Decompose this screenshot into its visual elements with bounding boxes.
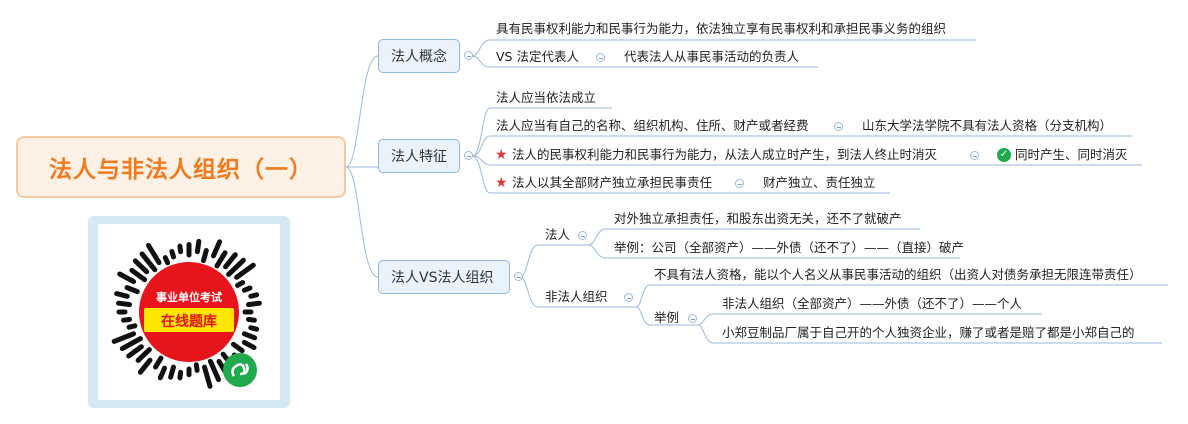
- branch-features-label: 法人特征: [391, 149, 447, 165]
- collapse-toggle-icon[interactable]: [596, 53, 605, 62]
- qr-ray: [111, 331, 137, 344]
- feature-item-2: 法人的民事权利能力和民事行为能力，从法人成立时产生，到法人终止时消灭: [512, 147, 938, 162]
- collapse-toggle-icon[interactable]: [834, 122, 843, 131]
- root-topic[interactable]: 法人与非法人组织（一）: [16, 136, 346, 198]
- branch-features[interactable]: 法人特征: [378, 139, 460, 173]
- branch-concept[interactable]: 法人概念: [378, 39, 460, 73]
- legal-person-item-0: 对外独立承担责任，和股东出资无关，还不了就破产: [614, 211, 902, 226]
- concept-definition: 具有民事权利能力和民事行为能力，依法独立享有民事权利和承担民事义务的组织: [496, 21, 947, 36]
- qr-ray: [207, 358, 221, 383]
- collapse-toggle-icon[interactable]: [735, 179, 744, 188]
- qr-ray: [194, 238, 202, 255]
- qr-ray: [201, 248, 209, 264]
- concept-vs-detail: 代表法人从事民事活动的负责人: [624, 49, 800, 64]
- qr-ray: [241, 285, 253, 293]
- non-legal-label: 非法人组织: [545, 289, 608, 304]
- qr-ray: [168, 364, 176, 380]
- qr-ray: [137, 357, 153, 375]
- legal-person-item-1: 举例：公司（全部资产）——外债（还不了）——（直接）破产: [614, 240, 965, 255]
- qr-ray: [146, 242, 162, 266]
- qr-ray: [246, 300, 262, 308]
- qr-ray: [214, 250, 228, 269]
- qr-ray: [226, 257, 246, 277]
- qr-ray: [241, 331, 258, 341]
- qr-ray: [153, 355, 164, 370]
- branch-compare[interactable]: 法人VS法人组织: [378, 260, 510, 294]
- qr-ray: [121, 316, 132, 323]
- collapse-toggle-icon[interactable]: [514, 272, 523, 281]
- qr-ray: [202, 364, 213, 389]
- qr-ray: [193, 362, 200, 373]
- qr-line2: 在线题库: [161, 314, 217, 330]
- collapse-toggle-icon[interactable]: [578, 231, 587, 240]
- qr-ray: [119, 336, 143, 352]
- qr-ray: [177, 243, 184, 255]
- collapse-toggle-icon[interactable]: [464, 151, 473, 160]
- qr-ray: [132, 258, 150, 275]
- non-legal-example-label: 举例: [654, 310, 680, 325]
- qr-line1: 事业单位考试: [156, 291, 222, 304]
- non-legal-definition: 不具有法人资格，能以个人名义从事民事活动的组织（出资人对债务承担无限连带责任）: [654, 267, 1142, 282]
- non-legal-example-0: 非法人组织（全部资产）——外债（还不了）——个人: [722, 296, 1023, 311]
- feature-item-3: 法人以其全部财产独立承担民事责任: [512, 175, 713, 190]
- qr-ray: [114, 291, 130, 299]
- non-legal-example-1: 小郑豆制品厂属于自己开的个人独资企业，赚了或者是赔了都是小郑自己的: [722, 325, 1135, 340]
- qr-ray: [235, 280, 246, 288]
- qr-ray: [241, 339, 257, 351]
- collapse-toggle-icon[interactable]: [464, 51, 473, 60]
- qr-ray: [116, 300, 132, 308]
- feature-item-1-detail: 山东大学法学院不具有法人资格（分支机构）: [862, 118, 1113, 133]
- branch-compare-label: 法人VS法人组织: [391, 270, 494, 286]
- feature-item-0: 法人应当依法成立: [496, 90, 597, 105]
- miniprogram-code[interactable]: [98, 224, 280, 400]
- qr-ray: [248, 325, 260, 332]
- qr-ray: [169, 248, 176, 260]
- qr-ray: [139, 251, 158, 273]
- qr-ray: [126, 344, 144, 359]
- feature-item-2-detail: 同时产生、同时消灭: [1015, 147, 1128, 162]
- collapse-toggle-icon[interactable]: [970, 151, 979, 160]
- collapse-toggle-icon[interactable]: [688, 314, 697, 323]
- qr-ray: [126, 323, 138, 330]
- qr-ray: [135, 347, 152, 363]
- qr-ray: [248, 292, 260, 299]
- qr-ray: [129, 267, 148, 283]
- miniprogram-icon: [223, 353, 257, 387]
- qr-ray: [177, 369, 184, 381]
- collapse-toggle-icon[interactable]: [624, 293, 633, 302]
- feature-item-3-detail: 财产独立、责任独立: [763, 175, 876, 190]
- qr-ray: [117, 271, 137, 285]
- feature-item-1: 法人应当有自己的名称、组织机构、住所、财产或者经费: [496, 118, 809, 133]
- qr-ray: [211, 239, 223, 259]
- qr-ray: [157, 365, 167, 381]
- root-title: 法人与非法人组织（一）: [49, 157, 313, 183]
- qr-ray: [124, 285, 140, 295]
- star-icon: ★: [495, 175, 508, 191]
- check-icon: ✓: [997, 148, 1011, 162]
- legal-person-label: 法人: [545, 227, 571, 242]
- qr-ray: [162, 255, 171, 266]
- star-icon: ★: [495, 147, 508, 163]
- qr-ray: [246, 316, 257, 323]
- qr-ray: [223, 252, 238, 270]
- branch-concept-label: 法人概念: [391, 49, 447, 65]
- concept-vs-label: VS 法定代表人: [496, 49, 579, 64]
- qr-ray: [234, 262, 256, 280]
- qr-ray: [230, 341, 245, 354]
